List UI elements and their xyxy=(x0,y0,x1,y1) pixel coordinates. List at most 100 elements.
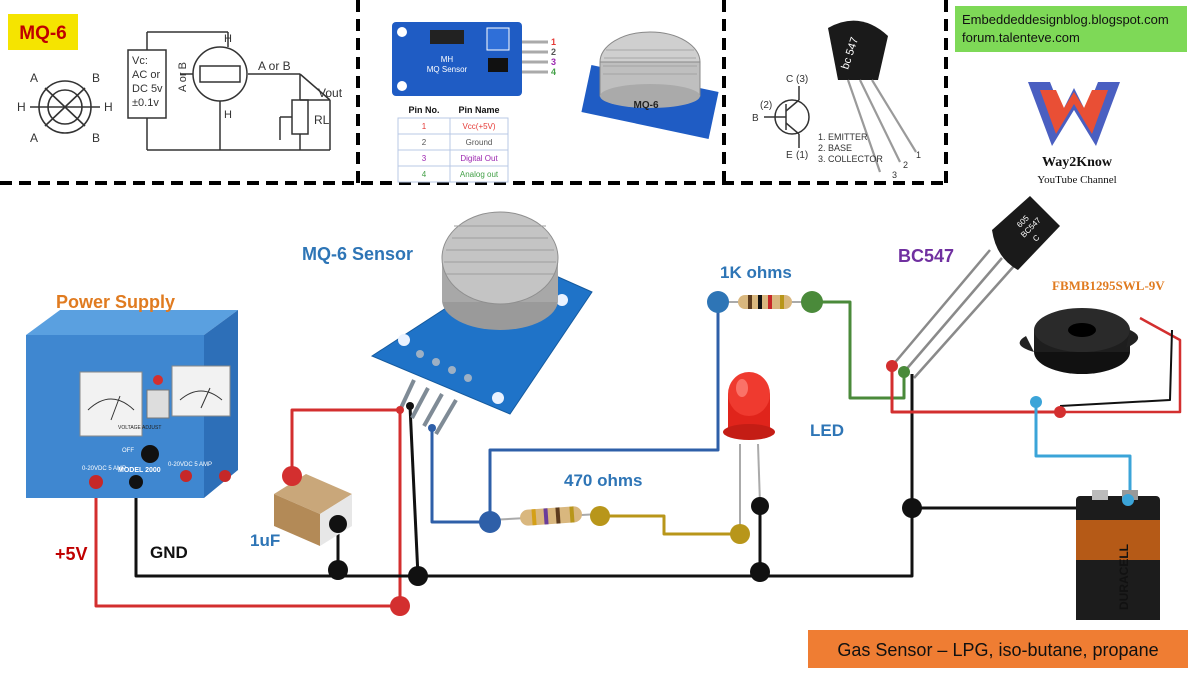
led-label: LED xyxy=(810,421,844,440)
pin-table-name: Vcc(+5V) xyxy=(462,122,495,131)
module-pin-number: 3 xyxy=(551,57,556,67)
mq6-schematic xyxy=(127,31,331,151)
way2know-logo xyxy=(1028,82,1120,146)
resistor-1k xyxy=(718,295,812,309)
top-dashed-frame xyxy=(0,0,950,185)
mq6-badge xyxy=(8,14,78,50)
buzzer xyxy=(1019,308,1139,374)
pin-table-no: 4 xyxy=(422,170,427,179)
battery-brand: DURACELL xyxy=(1117,544,1131,610)
bc547-transistor: 605 BC547 C xyxy=(891,196,1060,379)
junction-dot xyxy=(406,402,414,410)
wire-1k-base xyxy=(812,300,906,400)
pinout-line: 1. EMITTER xyxy=(818,132,868,142)
vc-label-4: ±0.1v xyxy=(132,97,159,109)
junction-dot xyxy=(751,497,769,515)
pin-b2-label: B xyxy=(92,131,100,145)
pin-table-no: 3 xyxy=(422,154,427,163)
pin-a-label: A xyxy=(30,71,38,85)
gnd-label: GND xyxy=(150,543,188,562)
vout-label: Vout xyxy=(318,86,343,100)
credits-box xyxy=(955,6,1187,52)
resistor-1k-label: 1K ohms xyxy=(720,263,792,282)
pin-c-label: C xyxy=(786,74,793,85)
vc-label-3: DC 5v xyxy=(132,83,163,95)
wire-470-led xyxy=(600,514,740,536)
mq6-module xyxy=(370,211,593,436)
vc-label-1: Vc: xyxy=(132,55,148,67)
junction-dot xyxy=(902,498,922,518)
junction-dot xyxy=(390,596,410,616)
wire-plus5v xyxy=(94,482,400,608)
junction-dots xyxy=(282,291,1134,616)
pin-b-letter: B xyxy=(752,113,759,124)
capacitor-label: 1uF xyxy=(250,531,280,550)
wire-to-1k xyxy=(488,302,720,522)
wire-buzzer-battery xyxy=(1034,402,1132,496)
h-bottom-label: H xyxy=(224,109,232,121)
sensor-photo-label: MQ-6 xyxy=(634,100,659,111)
junction-dot xyxy=(898,366,910,378)
pin-c-num: (3) xyxy=(796,74,808,85)
leg-number: 1 xyxy=(916,150,921,160)
junction-dot xyxy=(329,515,347,533)
junction-dot xyxy=(590,506,610,526)
junction-dot xyxy=(479,511,501,533)
vc-label-2: AC or xyxy=(132,69,160,81)
pin-h-left-label: H xyxy=(17,100,26,114)
pinout-line: 3. COLLECTOR xyxy=(818,154,883,164)
pin-table-name: Digital Out xyxy=(460,154,498,163)
transistor-panel: C (3) (2) B E (1) bc 547 xyxy=(752,20,917,173)
wire-collector-buzzer xyxy=(890,366,1060,414)
pin-table-cell xyxy=(449,165,509,183)
channel-subtitle: YouTube Channel xyxy=(1037,174,1116,186)
wire-sensor-gnd xyxy=(408,405,420,577)
wire-vcc-sensor xyxy=(290,408,402,606)
junction-dot xyxy=(801,291,823,313)
pin-table-no: 1 xyxy=(422,122,427,131)
wire-analog-out xyxy=(430,428,490,524)
voltage-adjust-label: VOLTAGE ADJUST xyxy=(118,425,161,431)
junction-dot xyxy=(282,466,302,486)
junction-dot xyxy=(1122,494,1134,506)
mq6-sensor-photo: MQ-6 xyxy=(581,31,719,139)
mq6-badge-text: MQ-6 xyxy=(19,23,67,44)
module-pin-number: 1 xyxy=(551,37,556,47)
wires xyxy=(94,300,1182,608)
capacitor-1uf xyxy=(274,474,352,546)
pinout-line: 2. BASE xyxy=(818,143,852,153)
pin-b-label: B xyxy=(92,71,100,85)
pin-e-label: E xyxy=(786,150,793,161)
junction-dot xyxy=(730,524,750,544)
module-pin-number: 2 xyxy=(551,47,556,57)
module-pin-number: 4 xyxy=(551,67,556,77)
pin-e-num: (1) xyxy=(796,150,808,161)
a-or-b-vertical-label: A or B xyxy=(177,62,189,92)
bc547-body-text-3: C xyxy=(1031,233,1042,244)
junction-dot xyxy=(707,291,729,313)
junction-dot xyxy=(328,560,348,580)
junction-dot xyxy=(1054,406,1066,418)
junction-dot xyxy=(428,424,436,432)
h-top-label: H xyxy=(224,33,232,45)
battery-9v: DURACELL xyxy=(1076,490,1160,620)
pin-a2-label: A xyxy=(30,131,38,145)
plus5v-label: +5V xyxy=(55,544,88,564)
range-right-label: 0-20VDC 5 AMP xyxy=(168,462,212,468)
mq6-sensor-label: MQ-6 Sensor xyxy=(302,244,413,264)
credits-line-2: forum.talenteve.com xyxy=(962,30,1080,45)
module-board-label-1: MH xyxy=(441,55,454,64)
rl-label: RL xyxy=(314,113,330,127)
leg-number: 2 xyxy=(903,160,908,170)
credits-panel: Embeddeddesignblog.blogspot.com forum.ta… xyxy=(955,6,1187,186)
pin-table-no: 2 xyxy=(422,138,427,147)
led xyxy=(723,372,775,534)
pin-b-num: (2) xyxy=(760,100,772,111)
junction-dot xyxy=(886,360,898,372)
channel-name: Way2Know xyxy=(1042,155,1113,170)
mq6-pin-symbol xyxy=(30,80,100,134)
junction-dot xyxy=(750,562,770,582)
